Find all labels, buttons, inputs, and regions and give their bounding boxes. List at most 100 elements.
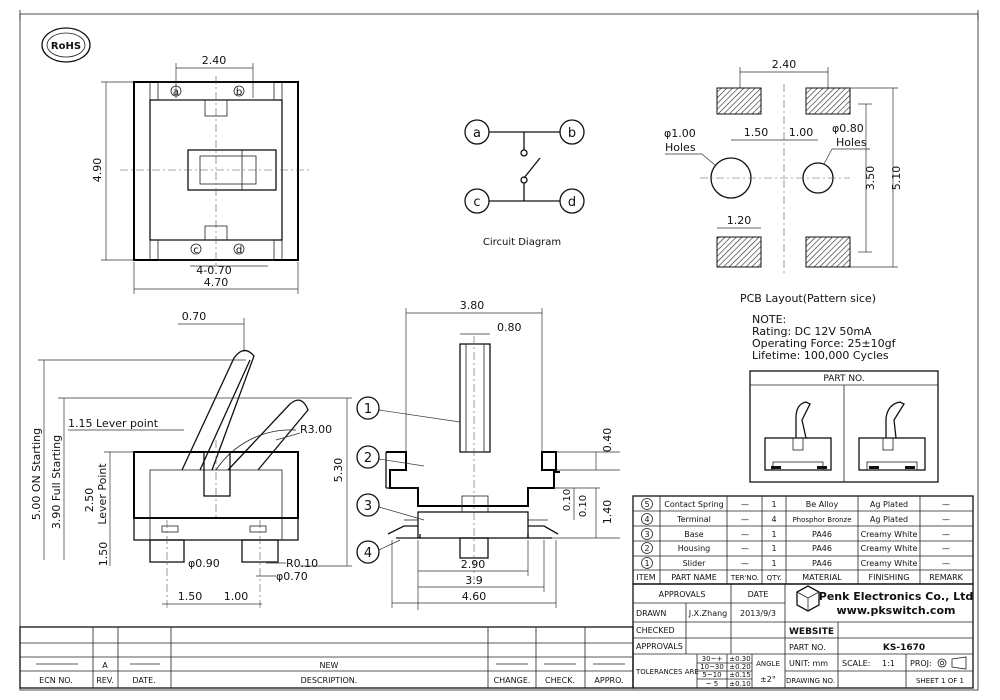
front-dim-010b: 0.10	[578, 495, 589, 517]
bom-header: PART NAME	[671, 573, 717, 582]
bom-remark: —	[942, 559, 950, 568]
pcb-dim-150: 1.50	[744, 126, 769, 139]
notes: NOTE: Rating: DC 12V 50mA Operating Forc…	[752, 313, 897, 362]
tb-tol-v4: ±0.10	[729, 680, 750, 688]
bom-remark: —	[942, 530, 950, 539]
bom-name: Slider	[683, 559, 707, 568]
tb-drawn-by: J.X.Zhang	[688, 609, 728, 618]
rev-header: CHANGE.	[494, 676, 531, 685]
bom-item: 3	[644, 530, 649, 539]
tb-drawing-no: DRAWING NO.	[786, 677, 835, 685]
circuit-a: a	[473, 126, 481, 141]
bom-finish: Ag Plated	[870, 515, 908, 524]
bom-remark: —	[942, 515, 950, 524]
bom-qty: 1	[771, 559, 776, 568]
front-dim-140: 1.40	[601, 500, 614, 525]
tb-tol-v2: ±0.20	[729, 663, 750, 671]
bom-qty: 1	[771, 544, 776, 553]
front-dim-380: 3.80	[460, 299, 485, 312]
circuit-label: Circuit Diagram	[483, 237, 561, 248]
bom-qty: 1	[771, 500, 776, 509]
side-d070: φ0.70	[276, 570, 308, 583]
tb-tolerances: TOLERANCES ARE	[635, 668, 699, 676]
top-pin-c: c	[193, 245, 199, 256]
tb-company: Penk Electronics Co., Ltd	[819, 590, 973, 603]
top-pin-a: a	[173, 87, 179, 98]
bom-header: REMARK	[929, 573, 964, 582]
rev-header: DATE.	[132, 676, 155, 685]
side-lever-point: 1.15 Lever point	[68, 417, 159, 430]
tb-angle-val: ±2°	[760, 675, 776, 684]
bom-header: ITEM	[636, 573, 655, 582]
rohs-logo: RoHS	[41, 27, 91, 63]
rev-new: NEW	[320, 661, 339, 670]
tb-scale-val: 1:1	[882, 659, 895, 668]
bom-material: PA46	[812, 544, 832, 553]
side-b150: 1.50	[178, 590, 203, 603]
bom-remark: —	[942, 544, 950, 553]
pcb-hole1-sub: Holes	[665, 141, 696, 154]
tb-website: WEBSITE	[789, 627, 834, 637]
bom-ter: —	[741, 500, 749, 509]
side-dim-530: 5.30	[332, 458, 345, 483]
top-dim-490: 4.90	[91, 158, 104, 183]
rev-a: A	[102, 661, 108, 670]
pcb-layout: 2.40 φ1.00 Holes φ0.80 Holes 1.50 1.00 3…	[664, 58, 903, 305]
bom-name: Housing	[678, 544, 711, 553]
side-d090: φ0.90	[188, 557, 220, 570]
front-balloon-2: 2	[364, 451, 372, 466]
rev-header: ECN NO.	[39, 676, 73, 685]
side-full-starting: 3.90 Full Starting	[50, 435, 63, 529]
tb-part-no: PART NO.	[789, 643, 826, 652]
bom-qty: 4	[771, 515, 776, 524]
tb-tol-r3: 5~10	[702, 671, 721, 679]
front-dim-460: 4.60	[462, 590, 487, 603]
front-dim-010a: 0.10	[562, 489, 573, 511]
tb-checked: CHECKED	[636, 626, 675, 635]
bom-material: PA46	[812, 559, 832, 568]
tb-unit: UNIT: mm	[789, 659, 828, 668]
bom-table: 5 Contact Spring — 1 Be Alloy Ag Plated …	[632, 495, 974, 585]
pcb-dim-120: 1.20	[727, 214, 752, 227]
rev-header: DESCRIPTION.	[301, 676, 358, 685]
bom-item: 4	[644, 515, 649, 524]
company-logo	[796, 585, 820, 612]
side-on-starting: 5.00 ON Starting	[30, 428, 43, 520]
side-dim-070: 0.70	[182, 310, 207, 323]
bom-ter: —	[741, 515, 749, 524]
bom-header: FINISHING	[869, 573, 910, 582]
front-dim-040: 0.40	[601, 428, 614, 453]
tb-website-url: www.pkswitch.com	[837, 604, 956, 617]
rohs-label: RoHS	[51, 41, 81, 52]
front-balloon-1: 1	[364, 402, 372, 417]
circuit-diagram: a b c d Circuit Diagram	[464, 119, 585, 248]
circuit-d: d	[568, 195, 576, 210]
front-dim-39: 3.9	[465, 574, 483, 587]
bom-name: Base	[684, 530, 704, 539]
side-lever-point-v: Lever Point	[96, 463, 109, 525]
pcb-hole2-sub: Holes	[836, 136, 867, 149]
bom-material: Phosphor Bronze	[792, 516, 851, 524]
bom-name: Terminal	[676, 515, 711, 524]
note-rating: Rating: DC 12V 50mA	[752, 325, 872, 338]
sheet-border	[19, 13, 979, 691]
side-b100: 1.00	[224, 590, 249, 603]
pcb-hole2: φ0.80	[832, 122, 864, 135]
pcb-dim-100: 1.00	[789, 126, 814, 139]
tb-angle: ANGLE	[756, 660, 780, 668]
bom-item: 5	[644, 500, 649, 509]
top-dim-240: 2.40	[202, 54, 227, 67]
bom-name: Contact Spring	[664, 500, 723, 509]
top-dim-pins: 4-0.70	[196, 264, 231, 277]
tb-date: DATE	[748, 590, 769, 599]
side-dim-250: 2.50	[83, 488, 96, 513]
tb-sheet: SHEET 1 OF 1	[916, 677, 964, 685]
tb-drawn: DRAWN	[636, 609, 666, 618]
bom-material: PA46	[812, 530, 832, 539]
rev-header: CHECK.	[545, 676, 575, 685]
bom-ter: —	[741, 530, 749, 539]
side-r010: R0.10	[286, 557, 318, 570]
bom-header: TER'NO.	[730, 574, 759, 582]
bom-ter: —	[741, 544, 749, 553]
tb-tol-v3: ±0.15	[729, 671, 750, 679]
